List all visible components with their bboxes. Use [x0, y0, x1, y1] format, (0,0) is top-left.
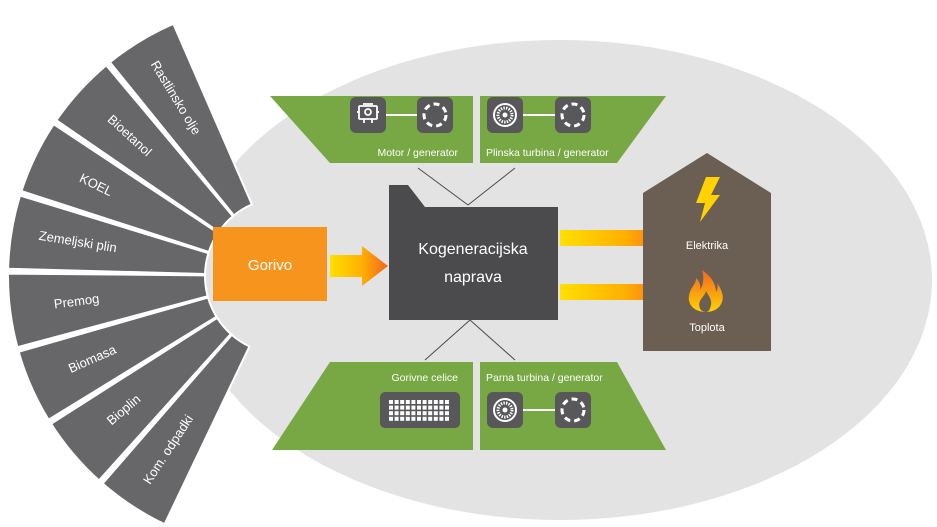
fuel-box	[213, 227, 327, 301]
fuel-cell-grid-cell	[394, 411, 399, 416]
fuel-cell-grid-cell	[394, 416, 399, 421]
fuel-cell-grid-cell	[400, 416, 405, 421]
fuel-cell-grid-cell	[400, 405, 405, 410]
fuel-cell-grid-cell	[439, 416, 444, 421]
fuel-source-segment	[7, 194, 210, 275]
fuel-source-segment	[49, 316, 233, 482]
lightning-icon	[696, 177, 720, 222]
fuel-cell-grid-cell	[428, 400, 433, 404]
connector-lines	[417, 167, 516, 361]
fuel-cell-grid-cell	[422, 400, 427, 404]
fuel-cell-grid-cell	[411, 416, 416, 421]
tech-panel-fuel-cells: Gorivne celice	[272, 362, 473, 450]
fuel-arrow	[330, 246, 388, 286]
fuel-cell-grid-cell	[411, 411, 416, 416]
fuel-cell-grid-cell	[445, 416, 449, 421]
fuel-cell-grid-cell	[422, 405, 427, 410]
fuel-cell-grid-cell	[411, 400, 416, 404]
fuel-cell-grid-cell	[417, 411, 421, 416]
fuel-cell-grid-cell	[422, 411, 427, 416]
fuel-cell-grid-cell	[389, 400, 393, 404]
fuel-cell-grid-cell	[389, 411, 393, 416]
chp-unit-label-line2: naprava	[444, 269, 502, 286]
fuel-cell-grid-cell	[405, 400, 410, 404]
fuel-cell-grid-cell	[417, 405, 421, 410]
fuel-cell-grid-cell	[433, 400, 438, 404]
fuel-source-segment	[101, 333, 251, 526]
consumer-house	[643, 153, 771, 351]
turbine-icon	[493, 103, 517, 127]
flame-icon	[688, 270, 723, 312]
fuel-cell-grid-cell	[405, 405, 410, 410]
tech-panel-steam-turbine: Parna turbina / generator	[480, 362, 666, 450]
fuel-cell-grid-cell	[411, 405, 416, 410]
fuel-box-label: Gorivo	[248, 257, 292, 274]
electricity-label: Elektrika	[686, 240, 729, 252]
fuel-cell-grid-cell	[405, 411, 410, 416]
engine-icon	[357, 103, 379, 123]
chp-unit	[389, 185, 558, 320]
fuel-cell-grid-cell	[422, 416, 427, 421]
fuel-cell-grid-cell	[417, 416, 421, 421]
fuel-cell-grid-cell	[445, 400, 449, 404]
fuel-source-segment	[17, 296, 218, 422]
tech-label-steam-turbine: Parna turbina / generator	[486, 372, 603, 384]
fuel-cell-grid-cell	[428, 416, 433, 421]
fuel-source-segment	[54, 63, 235, 234]
fuel-cell-grid-cell	[428, 405, 433, 410]
generator-icon	[422, 102, 448, 128]
fuel-cell-grid-cell	[439, 400, 444, 404]
heat-label: Toplota	[689, 322, 725, 334]
tech-label-motor-generator: Motor / generator	[377, 147, 458, 159]
fuel-cell-grid-cell	[400, 400, 405, 404]
fuel-cell-icon	[389, 400, 449, 421]
fuel-source-segment	[108, 22, 254, 217]
generator-icon	[560, 397, 586, 423]
fuel-cell-grid-cell	[439, 411, 444, 416]
fuel-cell-grid-cell	[400, 411, 405, 416]
fuel-cell-grid-cell	[405, 416, 410, 421]
fuel-cell-grid-cell	[389, 405, 393, 410]
generator-icon	[560, 102, 586, 128]
fuel-cell-grid-cell	[428, 411, 433, 416]
turbine-icon	[493, 398, 517, 422]
fuel-source-segment	[7, 272, 209, 349]
fuel-cell-grid-cell	[439, 405, 444, 410]
fuel-cell-grid-cell	[445, 411, 449, 416]
tech-panel-motor-generator: Motor / generator	[270, 96, 473, 163]
fuel-cell-grid-cell	[394, 405, 399, 410]
fuel-cell-grid-cell	[433, 405, 438, 410]
fuel-cell-grid-cell	[394, 400, 399, 404]
fuel-cell-grid-cell	[389, 416, 393, 421]
fuel-cell-grid-cell	[417, 400, 421, 404]
chp-unit-label-line1: Kogeneracijska	[418, 241, 528, 258]
tech-panel-gas-turbine: Plinska turbina / generator	[480, 96, 666, 163]
fuel-cell-grid-cell	[445, 405, 449, 410]
tech-label-gas-turbine: Plinska turbina / generator	[486, 147, 609, 159]
fuel-cell-grid-cell	[433, 416, 438, 421]
fuel-cell-grid-cell	[433, 411, 438, 416]
fuel-source-label: Premog	[53, 291, 100, 312]
tech-label-fuel-cells: Gorivne celice	[391, 372, 458, 384]
